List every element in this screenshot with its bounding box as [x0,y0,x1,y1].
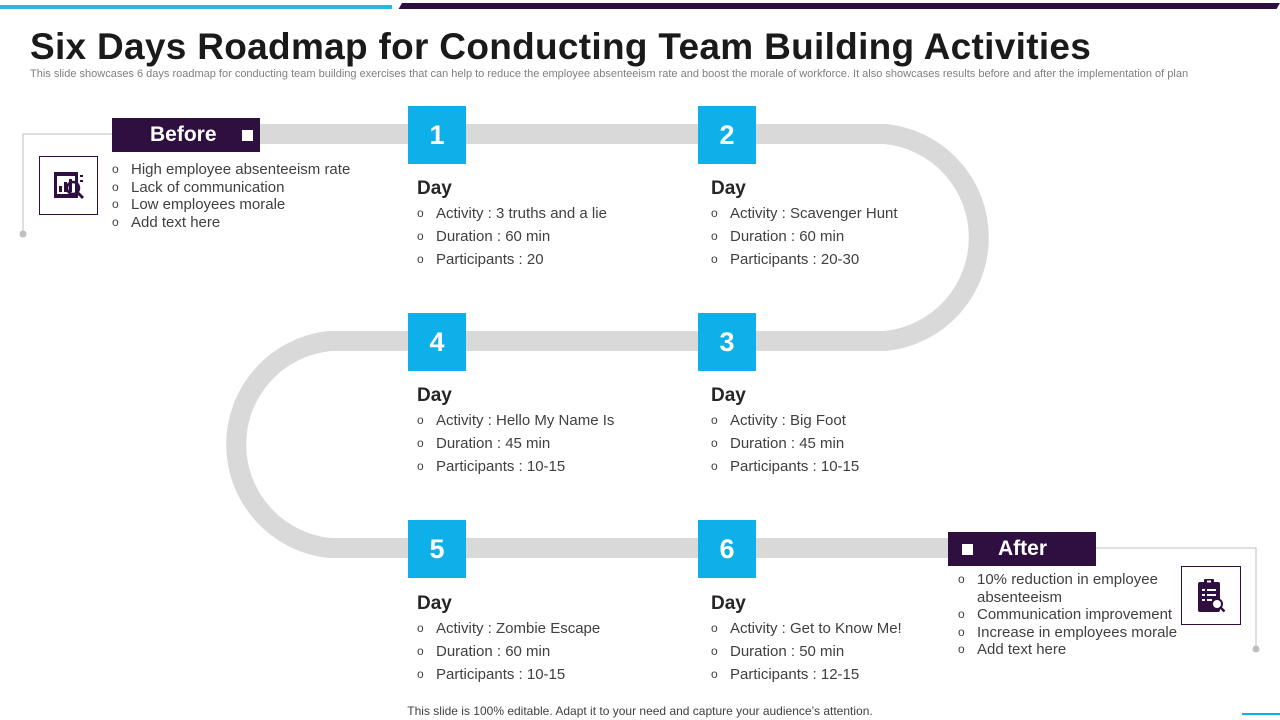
after-label: After [998,537,1048,560]
day-1-number: 1 [408,106,466,164]
day-title: Day [711,178,746,199]
day-4-card: Day Activity : Hello My Name Is Duration… [417,385,687,478]
clipboard-search-icon-box [1181,566,1241,625]
activity-item: Activity : Scavenger Hunt [711,202,941,225]
day-title: Day [417,593,452,614]
activity-item: Activity : 3 truths and a lie [417,202,687,225]
analytics-magnifier-icon [53,171,84,199]
day-title: Day [417,385,452,406]
day-5-number: 5 [408,520,466,578]
activity-item: Activity : Big Foot [711,409,941,432]
activity-item: Activity : Hello My Name Is [417,409,687,432]
clipboard-search-icon [1198,578,1226,612]
footer-accent-line [1242,713,1280,715]
before-connector-line [22,133,112,234]
roadmap-road [226,124,989,558]
before-label-box: Before [112,118,260,152]
participants-item: Participants : 12-15 [711,663,941,686]
day-2-card: Day Activity : Scavenger Hunt Duration :… [711,178,941,271]
footer-note: This slide is 100% editable. Adapt it to… [407,704,873,718]
analytics-magnifier-icon-box [39,156,98,215]
day-5-card: Day Activity : Zombie Escape Duration : … [417,593,687,686]
list-item: 10% reduction in employee absenteeism [958,571,1180,606]
top-accent-bar-blue [0,5,392,9]
list-item: Add text here [958,641,1180,659]
list-item: Lack of communication [112,179,402,197]
after-list: 10% reduction in employee absenteeism Co… [958,571,1180,659]
day-3-card: Day Activity : Big Foot Duration : 45 mi… [711,385,941,478]
day-6-card: Day Activity : Get to Know Me! Duration … [711,593,941,686]
day-2-details: Activity : Scavenger Hunt Duration : 60 … [711,202,941,271]
day-title: Day [711,593,746,614]
participants-item: Participants : 10-15 [417,455,687,478]
day-5-details: Activity : Zombie Escape Duration : 60 m… [417,617,687,686]
duration-item: Duration : 60 min [417,640,687,663]
duration-item: Duration : 60 min [417,225,687,248]
after-connector-dot [1252,645,1260,653]
duration-item: Duration : 60 min [711,225,941,248]
day-6-number: 6 [698,520,756,578]
day-3-details: Activity : Big Foot Duration : 45 min Pa… [711,409,941,478]
before-label: Before [150,123,217,146]
day-4-details: Activity : Hello My Name Is Duration : 4… [417,409,687,478]
participants-item: Participants : 20 [417,248,687,271]
activity-item: Activity : Zombie Escape [417,617,687,640]
day-4-number: 4 [408,313,466,371]
day-title: Day [711,385,746,406]
list-item: Communication improvement [958,606,1180,624]
participants-item: Participants : 20-30 [711,248,941,271]
day-6-details: Activity : Get to Know Me! Duration : 50… [711,617,941,686]
duration-item: Duration : 45 min [711,432,941,455]
participants-item: Participants : 10-15 [711,455,941,478]
list-item: Increase in employees morale [958,624,1180,642]
activity-item: Activity : Get to Know Me! [711,617,941,640]
square-marker-icon [241,129,253,141]
list-item: Add text here [112,214,402,232]
day-1-card: Day Activity : 3 truths and a lie Durati… [417,178,687,271]
page-title: Six Days Roadmap for Conducting Team Bui… [30,26,1092,67]
day-title: Day [417,178,452,199]
participants-item: Participants : 10-15 [417,663,687,686]
duration-item: Duration : 45 min [417,432,687,455]
list-item: High employee absenteeism rate [112,161,402,179]
duration-item: Duration : 50 min [711,640,941,663]
square-marker-icon [962,543,973,555]
day-2-number: 2 [698,106,756,164]
day-3-number: 3 [698,313,756,371]
before-list: High employee absenteeism rate Lack of c… [112,161,402,231]
list-item: Low employees morale [112,196,402,214]
after-connector-line [1096,547,1257,649]
day-1-details: Activity : 3 truths and a lie Duration :… [417,202,687,271]
before-connector-dot [19,230,27,238]
after-label-box: After [948,532,1096,566]
page-subtitle: This slide showcases 6 days roadmap for … [30,68,1189,80]
